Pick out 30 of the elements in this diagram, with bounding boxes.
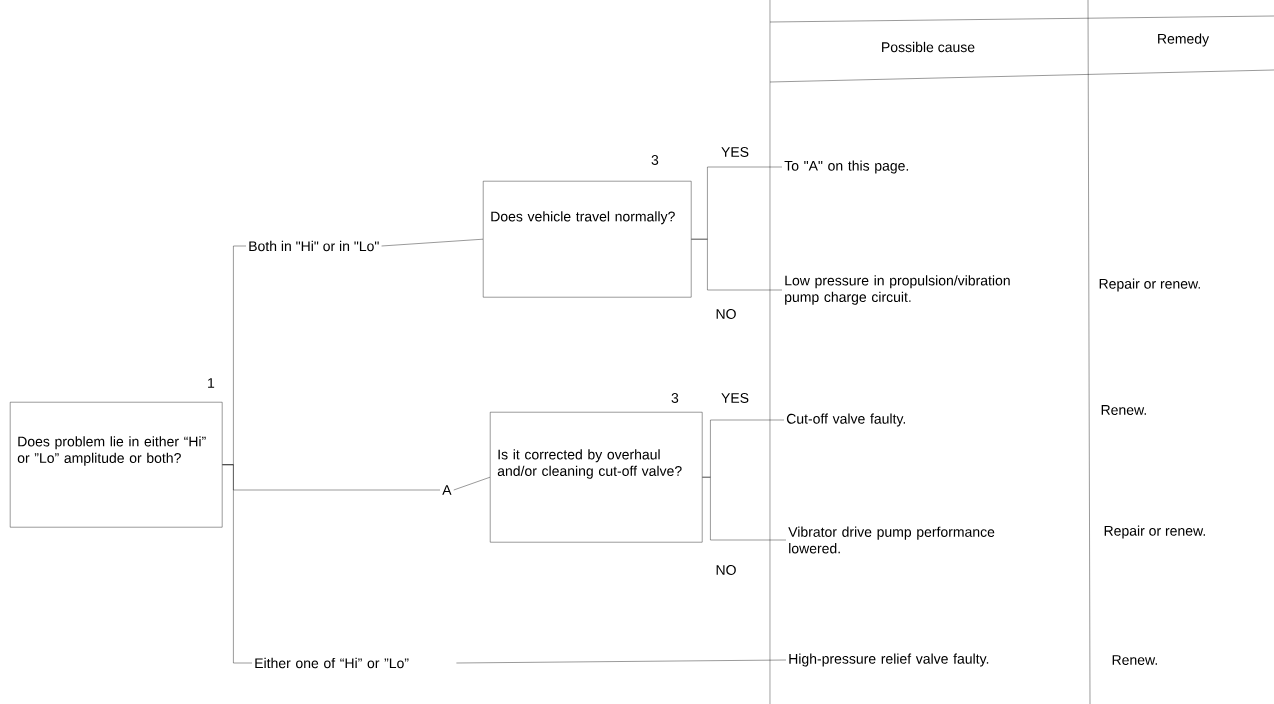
remedy-text: Renew. [1101, 405, 1146, 415]
cause-text: Low pressure in propulsion/vibration pump charge circuit. [785, 275, 1010, 305]
edge-label: YES [721, 393, 749, 403]
edge-label: NO [716, 565, 736, 575]
branch-text: A [442, 485, 452, 495]
cause-text: To "A" on this page. [784, 160, 909, 174]
connector-line [691, 239, 783, 291]
question-box: Is it corrected by overhaul and/or cleaning cut-off valve? [490, 412, 703, 543]
branch-text: Either one of “Hi” or ”Lo” [255, 657, 409, 669]
connector-line [453, 477, 491, 491]
remedy-text: Repair or renew. [1104, 525, 1205, 539]
edge-label: NO [716, 309, 736, 319]
column-header: Possible cause [882, 41, 975, 53]
step-number: 3 [651, 155, 659, 165]
step-number: 3 [671, 393, 679, 403]
connector-line [702, 477, 787, 541]
cause-text: Cut-off valve faulty. [786, 413, 906, 427]
cause-text: High-pressure relief valve faulty. [789, 653, 989, 667]
question-box: Does problem lie in either “Hi” or ”Lo” amplitude or both? [10, 402, 223, 528]
remedy-text: Renew. [1112, 655, 1157, 665]
question-box: Does vehicle travel normally? [483, 181, 692, 298]
step-number: 1 [208, 378, 215, 388]
branch-text: Both in "Hi" or in "Lo" [249, 240, 379, 252]
connector-line [456, 659, 787, 664]
edge-label: YES [721, 147, 749, 157]
cause-text: Vibrator drive pump performance lowered. [788, 526, 995, 554]
remedy-text: Repair or renew. [1099, 278, 1200, 292]
column-header: Remedy [1158, 33, 1210, 47]
connector-line [381, 239, 484, 247]
connector-line [222, 464, 253, 664]
